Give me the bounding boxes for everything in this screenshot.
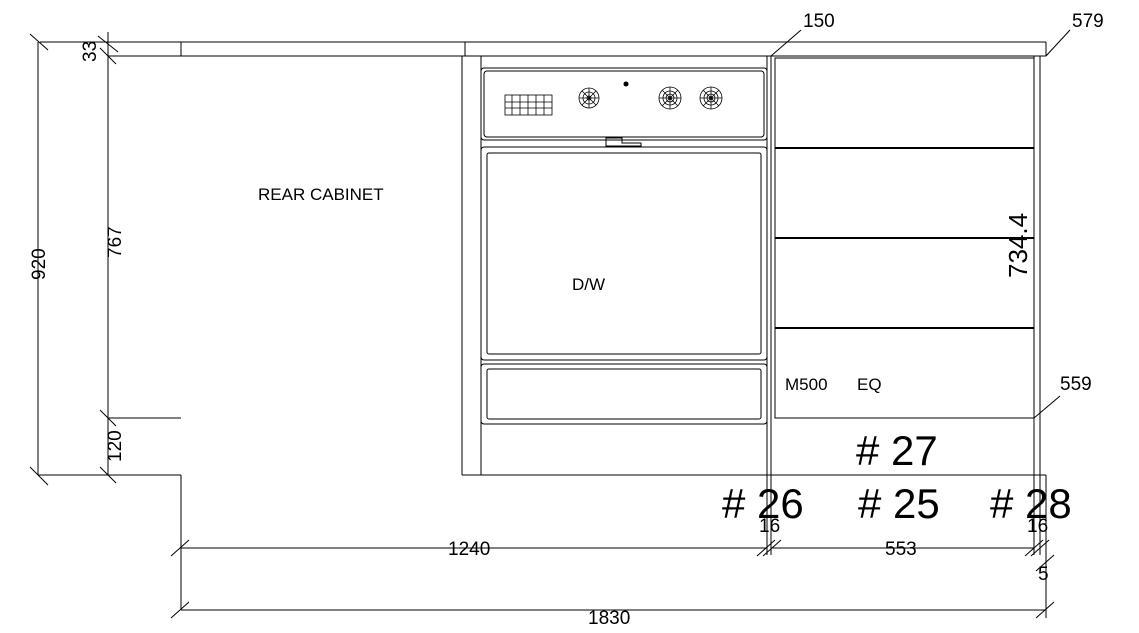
control-knob-icon [699,86,723,110]
keypad-icon [504,94,553,116]
dishwasher-handle [605,137,642,147]
dimension-drawer-depth: 559 [1060,374,1092,395]
dimension-width-drawer: 553 [885,539,917,560]
dimension-end-gap: 5 [1038,564,1049,585]
dimension-gap-right: 16 [1027,516,1048,537]
dimension-top-thickness: 33 [80,41,101,62]
dimension-carcass-height: 767 [105,226,126,258]
dimension-drawer-height: 734.4 [1003,213,1033,278]
dimension-overall-height: 920 [29,248,50,280]
dishwasher-control-panel [504,81,723,116]
dimension-plinth-height: 120 [105,430,126,462]
dishwasher-label: D/W [572,275,605,294]
tag-25: # 25 [858,480,940,527]
dishwasher [480,56,768,475]
drawer-unit-label: M500 [785,375,828,394]
indicator-light-icon [623,81,629,87]
tag-27: # 27 [856,427,938,474]
dimension-lines [29,29,1071,619]
dimension-top-depth-right: 579 [1072,11,1104,32]
control-knob-icon [658,86,682,110]
tag-28: # 28 [990,480,1072,527]
drawer-unit-suffix-label: EQ [857,375,882,394]
dimension-gap-left: 16 [759,516,780,537]
dimension-width-rear: 1240 [448,539,490,560]
countertop [40,41,1047,57]
dimension-top-depth-left: 150 [803,11,835,32]
drawer-unit [770,56,1041,475]
control-knob-icon [578,87,600,109]
tag-26: # 26 [722,480,804,527]
dimension-width-total: 1830 [588,608,630,629]
rear-cabinet-label: REAR CABINET [258,185,384,204]
